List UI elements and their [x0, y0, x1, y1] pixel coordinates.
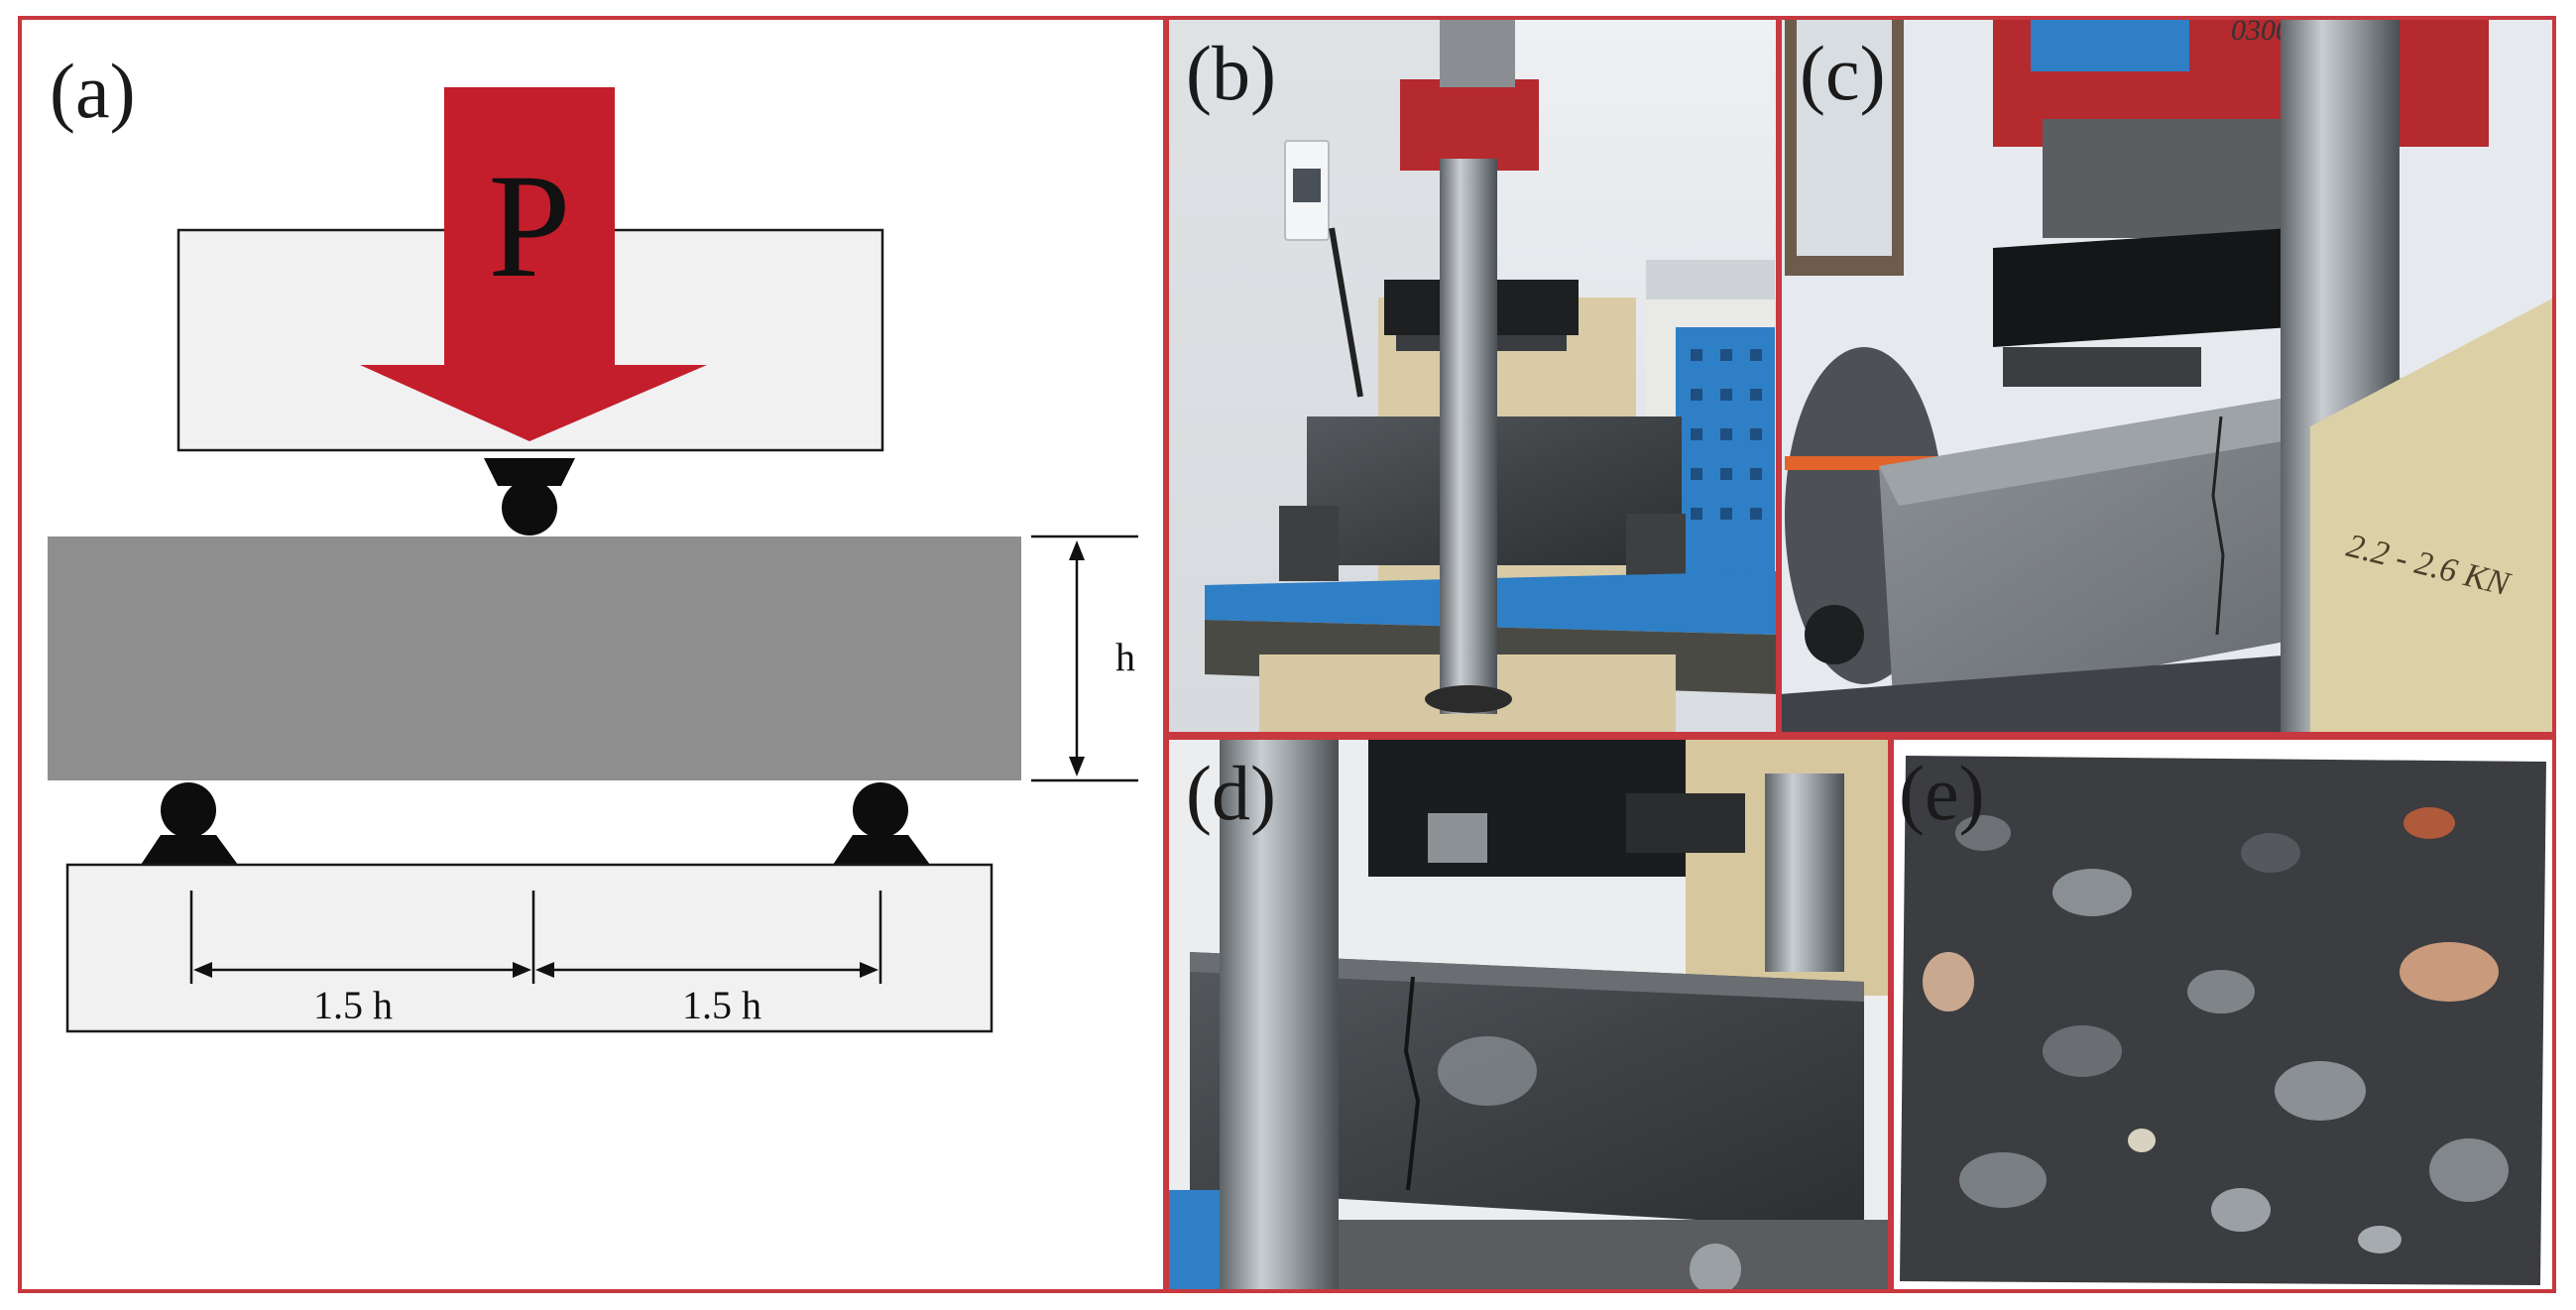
panel-d-guide-rod: [1220, 738, 1339, 1291]
span-left-arrowhead-left-icon: [193, 962, 212, 978]
panel-b-machine-top: [1646, 260, 1775, 299]
load-arrow-icon: [360, 87, 707, 441]
panel-a: (a) P h 1.5 h 1.: [18, 16, 1167, 1293]
cable-icon: [1329, 227, 1363, 398]
left-support-roller-icon: [161, 782, 216, 838]
panel-c-upper-block: [2043, 119, 2281, 238]
panel-e-aggregates: [1923, 807, 2509, 1253]
beam-specimen: [48, 536, 1021, 780]
panel-d-bolt-icon: [1626, 793, 1745, 853]
panel-c-door-glass: [1797, 18, 1892, 256]
panel-e-label: (e): [1899, 750, 1985, 836]
panel-c: 03000 2.2 - 2.6 KN (c): [1778, 16, 2556, 736]
panel-c-bolt-row: [2003, 347, 2201, 387]
thermostat-screen-icon: [1293, 169, 1321, 202]
panel-d-specimen-top: [1190, 952, 1864, 1002]
panel-c-blue-plate: [2031, 18, 2189, 71]
bottom-support-plate: [65, 863, 994, 1033]
panel-c-frame: [1778, 16, 2556, 736]
right-support-base-icon: [833, 835, 930, 865]
panel-e-frame: [1890, 736, 2556, 1293]
panel-b-guide-rod: [1440, 159, 1497, 714]
right-support-roller-icon: [853, 782, 908, 838]
panel-d-nut-icon: [1428, 813, 1487, 863]
height-arrowhead-up-icon: [1069, 540, 1085, 560]
panel-d: (d): [1165, 736, 1892, 1293]
panel-c-wheel-icon: [1805, 605, 1864, 664]
load-symbol: P: [488, 144, 570, 308]
span-right-arrowhead-right-icon: [860, 962, 878, 978]
panel-d-back-rod: [1765, 774, 1844, 972]
panel-c-crack-icon: [2211, 416, 2225, 636]
panel-c-loading-plate: [1993, 228, 2290, 347]
panel-b-label: (b): [1186, 30, 1276, 116]
loading-head-icon: [484, 458, 575, 486]
panel-d-crack-icon: [1403, 976, 1421, 1191]
panel-b-left-support: [1279, 506, 1339, 581]
panel-e: (e): [1890, 736, 2556, 1293]
panel-b: (b): [1165, 16, 1780, 736]
panel-a-label: (a): [50, 48, 136, 134]
panel-c-cabinet: [2310, 298, 2554, 734]
loading-roller-icon: [502, 480, 557, 536]
panel-b-top-column: [1440, 18, 1515, 87]
panel-d-aggregate-spot: [1438, 1036, 1537, 1106]
panel-c-label: (c): [1800, 30, 1886, 116]
panel-d-roller-icon: [1690, 1244, 1741, 1291]
height-arrowhead-down-icon: [1069, 757, 1085, 776]
panel-b-red-head: [1400, 79, 1539, 171]
span-left-arrowhead-right-icon: [513, 962, 531, 978]
span-right-arrowhead-left-icon: [535, 962, 554, 978]
panel-d-label: (d): [1186, 750, 1276, 836]
panel-b-vent-holes-icon: [1691, 349, 1762, 520]
left-support-base-icon: [141, 835, 238, 865]
span-right-label: 1.5 h: [682, 983, 761, 1027]
panel-b-rod-base: [1425, 685, 1512, 713]
span-left-label: 1.5 h: [313, 983, 393, 1027]
height-label: h: [1115, 635, 1135, 679]
